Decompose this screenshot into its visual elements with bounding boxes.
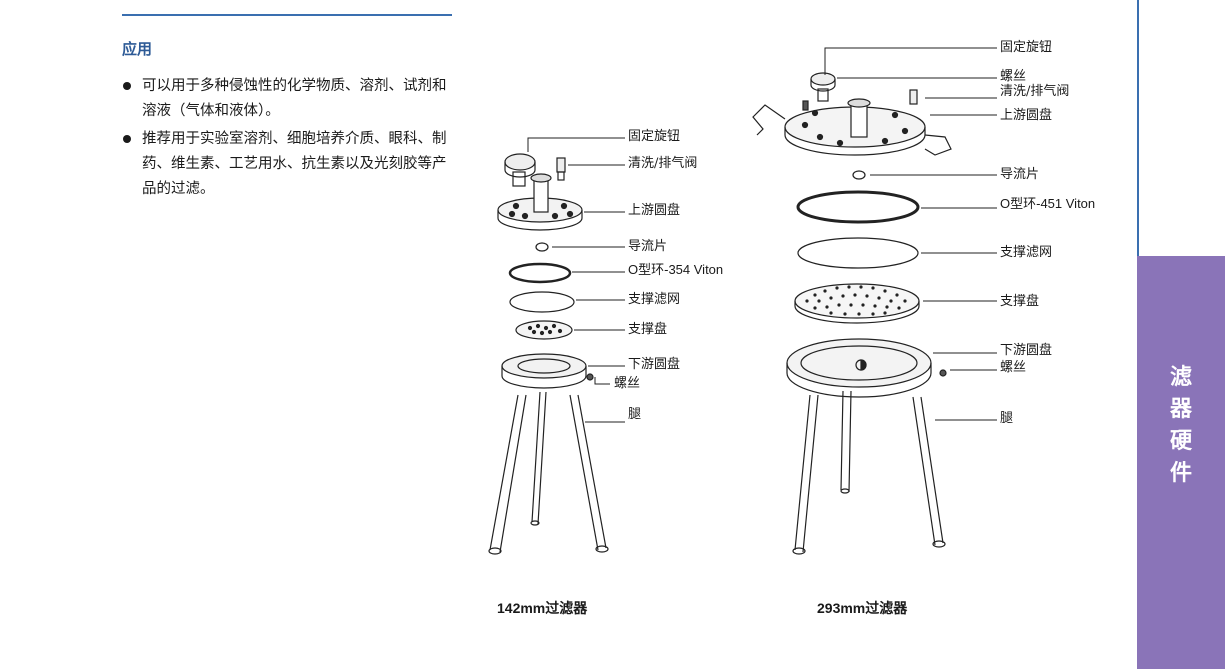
label-screen: 支撑滤网 [628, 292, 681, 307]
label-baffle-293: 导流片 [1000, 167, 1040, 182]
filter-293mm-exploded-diagram [752, 72, 952, 555]
chapter-tab: 滤 器 硬 件 [1137, 256, 1225, 669]
header-rule [122, 14, 452, 16]
caption-293mm: 293mm过滤器 [817, 600, 908, 616]
chapter-tab-char: 滤 [1169, 365, 1192, 390]
bullet-list: 可以用于多种侵蚀性的化学物质、溶剂、试剂和溶液（气体和液体）。 推荐用于实验室溶… [122, 74, 454, 205]
section-heading: 应用 [122, 40, 153, 58]
label-knob: 固定旋钮 [628, 129, 681, 144]
caption-142mm: 142mm过滤器 [497, 600, 588, 616]
bullet-item: 推荐用于实验室溶剂、细胞培养介质、眼科、制药、维生素、工艺用水、抗生素以及光刻胶… [122, 127, 454, 202]
label-valve: 清洗/排气阀 [628, 156, 698, 171]
label-oring: O型环-354 Viton [628, 262, 724, 277]
label-valve-293: 清洗/排气阀 [1000, 84, 1070, 99]
label-screw-top-293: 螺丝 [1000, 69, 1027, 84]
leader-lines-293mm [824, 47, 997, 421]
chapter-tab-char: 件 [1169, 461, 1192, 486]
bullet-icon [123, 135, 131, 143]
bullet-icon [123, 82, 131, 90]
label-knob-293: 固定旋钮 [1000, 40, 1053, 55]
label-leg-293: 腿 [1000, 411, 1014, 426]
side-rule [1137, 0, 1139, 256]
label-support-293: 支撑盘 [1000, 294, 1040, 309]
chapter-tab-char: 硬 [1169, 429, 1192, 454]
label-baffle: 导流片 [628, 239, 668, 254]
label-support: 支撑盘 [628, 322, 668, 337]
label-lower-plate: 下游圆盘 [628, 357, 681, 372]
label-screw: 螺丝 [614, 376, 641, 391]
filter-142mm-exploded-diagram [488, 153, 609, 555]
label-oring-293: O型环-451 Viton [1000, 196, 1096, 211]
leader-lines-142mm [527, 137, 625, 423]
label-upper-plate-293: 上游圆盘 [1000, 108, 1053, 123]
bullet-text: 推荐用于实验室溶剂、细胞培养介质、眼科、制药、维生素、工艺用水、抗生素以及光刻胶… [142, 131, 447, 197]
chapter-tab-char: 器 [1169, 397, 1192, 422]
label-lower-plate-293: 下游圆盘 [1000, 343, 1053, 358]
bullet-text: 可以用于多种侵蚀性的化学物质、溶剂、试剂和溶液（气体和液体）。 [142, 78, 447, 119]
label-leg: 腿 [628, 407, 642, 422]
label-screen-293: 支撑滤网 [1000, 245, 1053, 260]
label-screw-293: 螺丝 [1000, 360, 1027, 375]
bullet-item: 可以用于多种侵蚀性的化学物质、溶剂、试剂和溶液（气体和液体）。 [122, 74, 454, 124]
label-upper-plate: 上游圆盘 [628, 203, 681, 218]
